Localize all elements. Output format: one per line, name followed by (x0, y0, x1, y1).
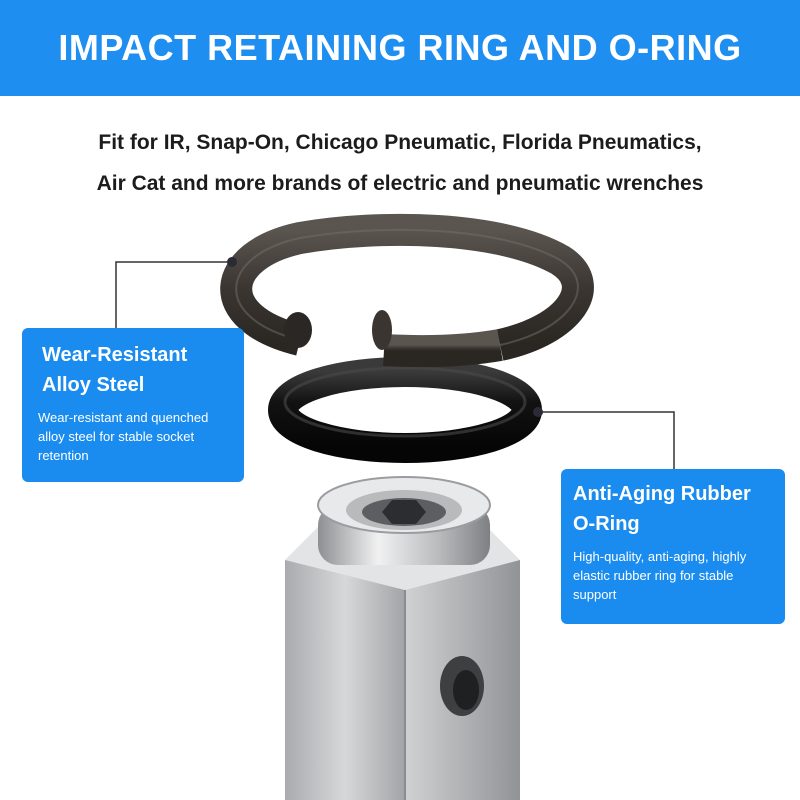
anvil-socket (285, 476, 520, 800)
callout-title-line-2: Alloy Steel (42, 374, 145, 396)
callout-title: Wear-Resistant Alloy Steel (38, 340, 230, 400)
callout-leader-right (533, 407, 675, 470)
page-title: IMPACT RETAINING RING AND O-RING (58, 27, 742, 68)
callout-leader-left (115, 257, 237, 330)
callout-title-line-2: O-Ring (573, 513, 640, 535)
header-banner: IMPACT RETAINING RING AND O-RING (0, 0, 800, 96)
compatibility-line-1: Fit for IR, Snap-On, Chicago Pneumatic, … (98, 131, 702, 154)
rubber-o-ring (268, 357, 542, 463)
callout-card-rubber-o-ring: Anti-Aging Rubber O-Ring High-quality, a… (561, 469, 785, 624)
compatibility-line-2: Air Cat and more brands of electric and … (96, 172, 704, 195)
callout-card-alloy-steel: Wear-Resistant Alloy Steel Wear-resistan… (22, 328, 244, 482)
callout-title: Anti-Aging Rubber O-Ring (573, 479, 773, 539)
callout-description: Wear-resistant and quenched alloy steel … (38, 410, 209, 463)
callout-description: High-quality, anti-aging, highly elastic… (573, 549, 747, 602)
steel-retaining-ring (220, 213, 594, 368)
callout-title-line-1: Anti-Aging Rubber (573, 483, 751, 505)
compatibility-text: Fit for IR, Snap-On, Chicago Pneumatic, … (0, 122, 800, 204)
callout-title-line-1: Wear-Resistant (42, 344, 188, 366)
